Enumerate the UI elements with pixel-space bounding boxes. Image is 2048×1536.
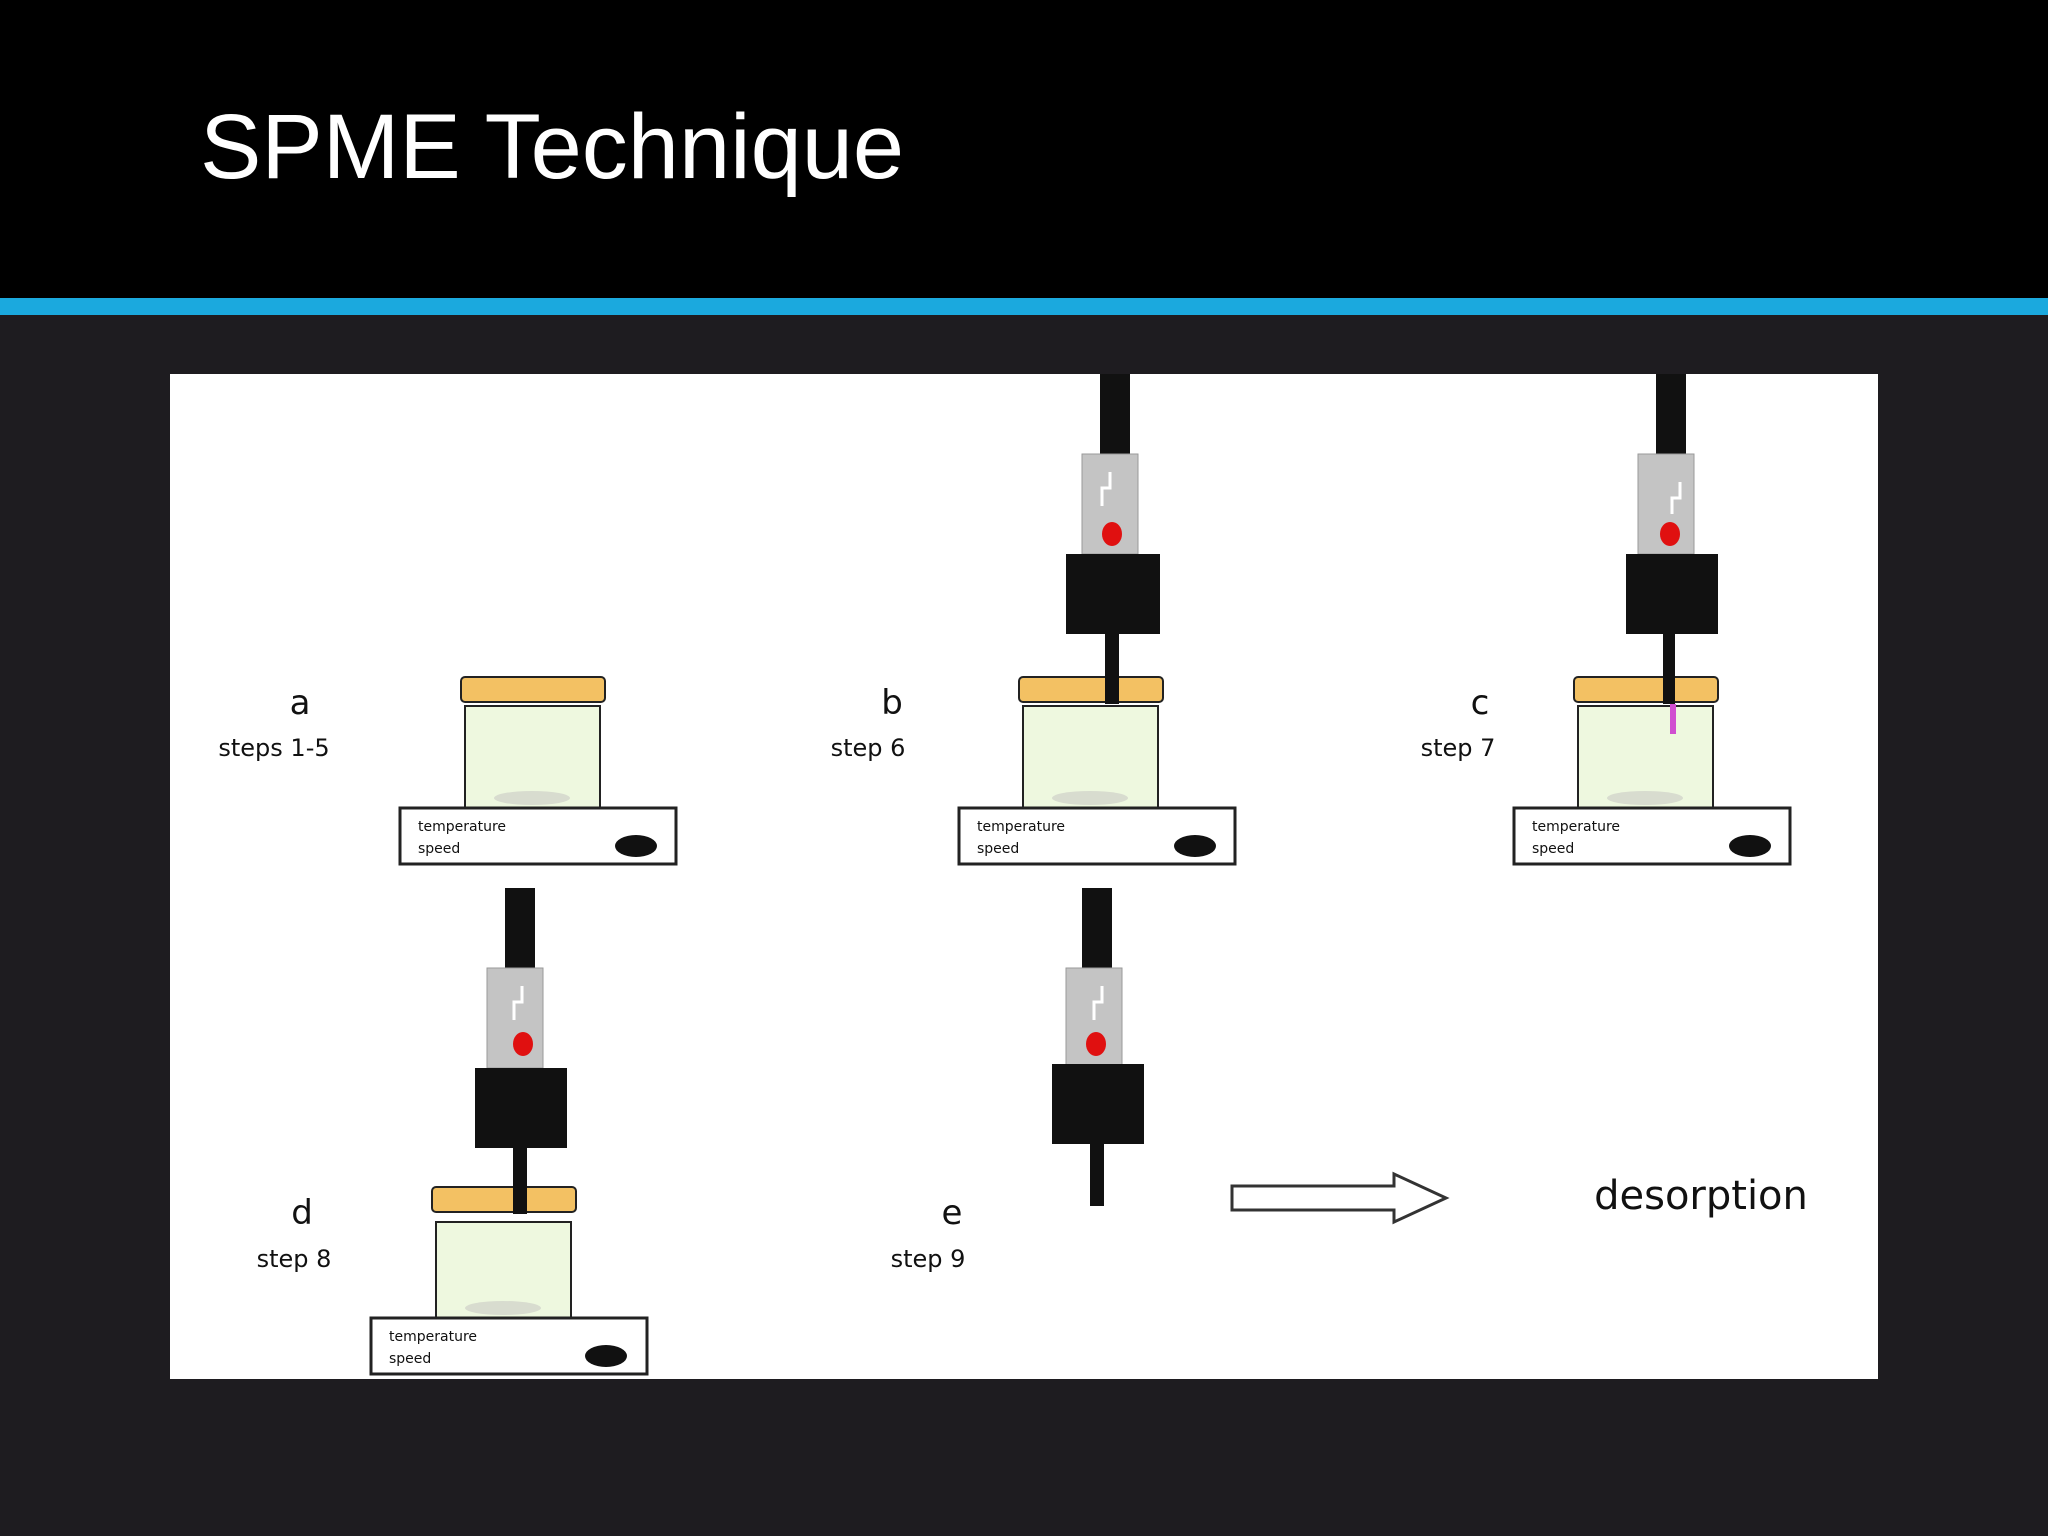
- panel-a-speed-label: speed: [418, 841, 460, 857]
- panel-b-stirrer: temperature speed: [957, 806, 1237, 866]
- panel-c-fiber: [1670, 704, 1676, 734]
- panel-e-plunger-marker: [1086, 1032, 1106, 1056]
- panel-e-plunger-rod: [1082, 888, 1112, 968]
- spme-diagram: a steps 1-5 temperature speed b step 6: [170, 374, 1878, 1379]
- panel-e-syringe: [1052, 888, 1144, 1206]
- panel-d: d step 8 temperature speed: [257, 888, 649, 1376]
- panel-d-speed-label: speed: [389, 1351, 431, 1367]
- panel-c-cap: [1573, 676, 1719, 703]
- panel-b-needle: [1105, 634, 1119, 704]
- desorption-label: desorption: [1594, 1173, 1808, 1219]
- panel-d-plunger-rod: [505, 888, 535, 968]
- panel-a-letter: a: [290, 683, 311, 723]
- panel-b-temperature-label: temperature: [977, 819, 1065, 835]
- panel-b-letter: b: [881, 683, 903, 723]
- panel-c-plunger-rod: [1656, 374, 1686, 454]
- panel-a-step: steps 1-5: [218, 734, 329, 762]
- panel-b-knob: [1174, 835, 1216, 857]
- panel-e-letter: e: [942, 1193, 963, 1233]
- panel-c-knob: [1729, 835, 1771, 857]
- panel-a-cap: [460, 676, 606, 703]
- panel-e-step: step 9: [891, 1245, 966, 1273]
- accent-rule: [0, 298, 2048, 315]
- panel-e: e step 9 desorption: [891, 888, 1808, 1273]
- panel-b-syringe: [1066, 374, 1160, 704]
- panel-c-temperature-label: temperature: [1532, 819, 1620, 835]
- slide-title: SPME Technique: [200, 96, 905, 198]
- panel-c-needle: [1663, 634, 1675, 704]
- panel-d-cap: [431, 1186, 577, 1213]
- spme-diagram-svg: a steps 1-5 temperature speed b step 6: [218, 374, 1808, 1376]
- panel-a: a steps 1-5 temperature speed: [218, 676, 678, 866]
- panel-c-stirrer: temperature speed: [1512, 806, 1792, 866]
- panel-d-letter: d: [291, 1193, 313, 1233]
- panel-d-temperature-label: temperature: [389, 1329, 477, 1345]
- panel-c-holder: [1626, 554, 1718, 634]
- panel-b-step: step 6: [831, 734, 906, 762]
- panel-c: c step 7 temperature speed: [1421, 374, 1792, 866]
- panel-d-step: step 8: [257, 1245, 332, 1273]
- desorption-arrow: [1230, 1171, 1450, 1225]
- panel-e-needle: [1090, 1144, 1104, 1206]
- panel-e-holder: [1052, 1064, 1144, 1144]
- panel-b-speed-label: speed: [977, 841, 1019, 857]
- panel-b-plunger-marker: [1102, 522, 1122, 546]
- panel-d-holder: [475, 1068, 567, 1148]
- panel-d-needle: [513, 1148, 527, 1214]
- panel-d-plunger-marker: [513, 1032, 533, 1056]
- panel-a-knob: [615, 835, 657, 857]
- panel-c-plunger-marker: [1660, 522, 1680, 546]
- panel-d-syringe: [475, 888, 567, 1214]
- panel-c-speed-label: speed: [1532, 841, 1574, 857]
- panel-c-step: step 7: [1421, 734, 1496, 762]
- panel-d-stirrer: temperature speed: [369, 1316, 649, 1376]
- panel-b: b step 6 temperature speed: [831, 374, 1237, 866]
- panel-c-letter: c: [1471, 683, 1490, 723]
- panel-b-cap: [1018, 676, 1164, 703]
- panel-a-stirrer: temperature speed: [398, 806, 678, 866]
- title-bar: SPME Technique: [0, 0, 2048, 298]
- panel-b-holder: [1066, 554, 1160, 634]
- panel-c-syringe: [1626, 374, 1718, 734]
- panel-d-knob: [585, 1345, 627, 1367]
- panel-b-plunger-rod: [1100, 374, 1130, 454]
- panel-a-temperature-label: temperature: [418, 819, 506, 835]
